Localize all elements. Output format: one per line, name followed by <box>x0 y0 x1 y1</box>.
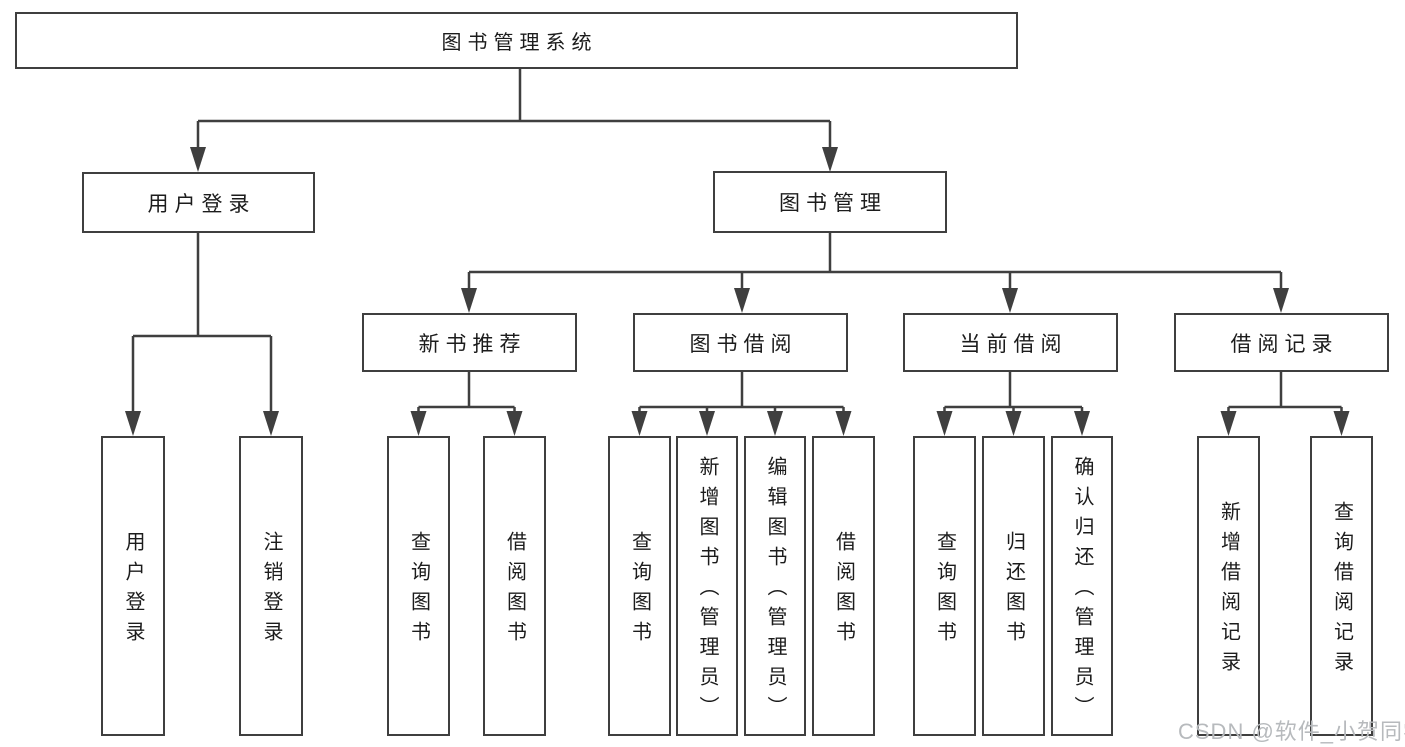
leaf-query-borrow-record: 查询借阅记录 <box>1310 436 1373 736</box>
leaf-borrow-book-label: 借阅图书 <box>832 531 855 651</box>
leaf-edit-book-admin: 编辑图书（管理员） <box>744 436 806 736</box>
leaf-user-login-label: 用户登录 <box>122 531 144 651</box>
leaf-logout-label: 注销登录 <box>260 531 282 651</box>
leaf-add-book-admin: 新增图书（管理员） <box>676 436 738 736</box>
leaf-recommend-query-book-label: 查询图书 <box>407 531 430 651</box>
node-book-borrow-label: 图书借阅 <box>689 332 798 356</box>
leaf-current-query-book: 查询图书 <box>913 436 976 736</box>
node-user-login: 用户登录 <box>82 172 315 233</box>
node-new-book-recommend: 新书推荐 <box>362 313 577 372</box>
node-root-label: 图书管理系统 <box>441 32 598 54</box>
leaf-borrow-book: 借阅图书 <box>812 436 875 736</box>
leaf-logout: 注销登录 <box>239 436 303 736</box>
node-current-borrow-label: 当前借阅 <box>959 332 1068 356</box>
node-borrow-records-label: 借阅记录 <box>1230 332 1339 356</box>
node-root: 图书管理系统 <box>15 12 1018 69</box>
leaf-recommend-borrow-book: 借阅图书 <box>483 436 546 736</box>
node-current-borrow: 当前借阅 <box>903 313 1118 372</box>
node-book-management: 图书管理 <box>713 171 947 233</box>
leaf-recommend-borrow-book-label: 借阅图书 <box>503 531 526 651</box>
leaf-edit-book-admin-label: 编辑图书（管理员） <box>764 456 786 726</box>
arrowhead-icons <box>125 147 1350 436</box>
node-book-borrow: 图书借阅 <box>633 313 848 372</box>
leaf-borrow-query-book: 查询图书 <box>608 436 671 736</box>
leaf-borrow-query-book-label: 查询图书 <box>628 531 651 651</box>
leaf-user-login: 用户登录 <box>101 436 165 736</box>
node-book-management-label: 图书管理 <box>779 192 887 215</box>
leaf-return-book-label: 归还图书 <box>1002 531 1025 651</box>
leaf-add-borrow-record: 新增借阅记录 <box>1197 436 1260 736</box>
leaf-current-query-book-label: 查询图书 <box>933 531 956 651</box>
node-borrow-records: 借阅记录 <box>1174 313 1389 372</box>
leaf-return-book: 归还图书 <box>982 436 1045 736</box>
leaf-add-book-admin-label: 新增图书（管理员） <box>696 456 718 726</box>
node-new-book-recommend-label: 新书推荐 <box>418 332 527 356</box>
watermark: CSDN @软件_小贺同学 <box>1178 719 1405 744</box>
leaf-confirm-return-admin: 确认归还（管理员） <box>1051 436 1113 736</box>
leaf-confirm-return-admin-label: 确认归还（管理员） <box>1071 456 1093 726</box>
leaf-recommend-query-book: 查询图书 <box>387 436 450 736</box>
leaf-add-borrow-record-label: 新增借阅记录 <box>1217 501 1240 681</box>
node-user-login-label: 用户登录 <box>147 192 256 216</box>
leaf-query-borrow-record-label: 查询借阅记录 <box>1330 501 1353 681</box>
